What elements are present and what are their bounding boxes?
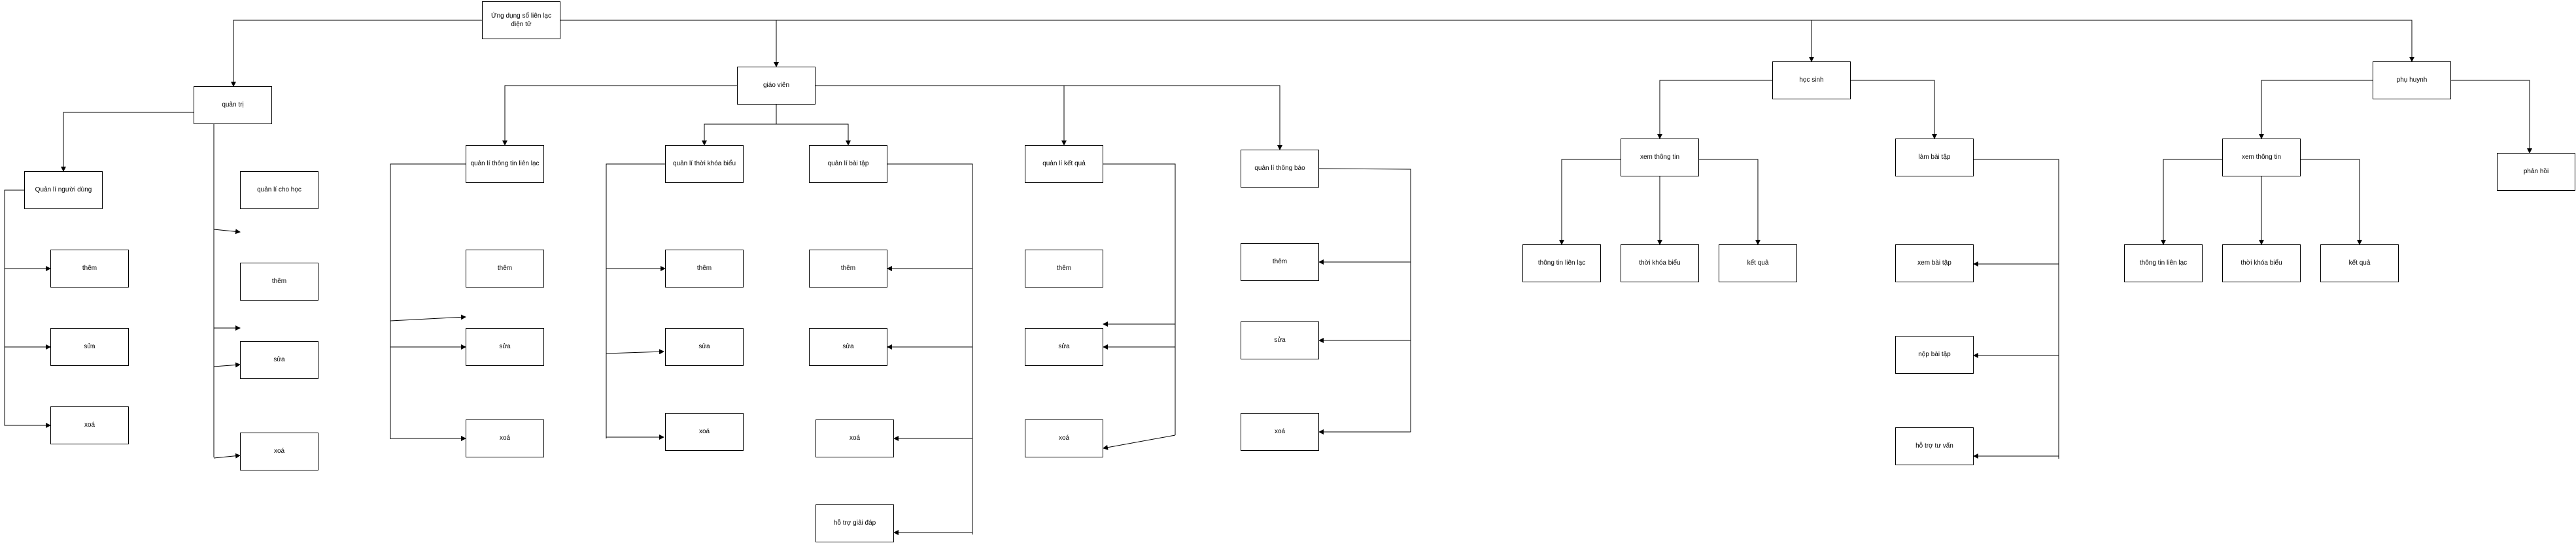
admin-users-add-node: thêm — [50, 250, 129, 288]
users-to-edit — [4, 269, 51, 350]
admin-tutoring-edit-node: sửa — [240, 341, 318, 379]
teacher-results-delete-node: xoá — [1025, 420, 1103, 457]
teacher-qa-support-node: hỗ trợ giải đáp — [816, 504, 894, 542]
teacher-results-add-node: thêm — [1025, 250, 1103, 288]
student-to-view-info — [1657, 80, 1772, 139]
root-to-teacher — [560, 20, 779, 67]
student-info-to-results — [1699, 159, 1760, 245]
root-to-student — [560, 20, 1814, 62]
contact-to-add — [390, 314, 466, 321]
teacher-to-contact — [502, 85, 737, 146]
student-submit-homework-node: nộp bài tập — [1895, 336, 1974, 374]
student-results-node: kết quả — [1719, 244, 1797, 282]
teacher-contact-edit-node: sửa — [466, 328, 544, 366]
parent-to-feedback — [2451, 80, 2532, 154]
student-info-to-contact — [1559, 159, 1621, 245]
parent-view-info-node: xem thông tin — [2222, 139, 2301, 176]
teacher-homework-node: quản lí bài tập — [809, 145, 887, 183]
student-homework-node: làm bài tập — [1895, 139, 1974, 176]
admin-to-users — [61, 112, 194, 172]
users-to-delete — [4, 347, 51, 428]
teacher-timetable-edit-node: sửa — [665, 328, 744, 366]
parent-info-to-results — [2301, 159, 2362, 245]
parent-results-node: kết quả — [2320, 244, 2399, 282]
teacher-contact-node: quản lí thông tin liên lạc — [466, 145, 544, 183]
contact-spine — [390, 163, 466, 439]
notices-spine — [1318, 168, 1411, 432]
admin-to-tutoring — [213, 229, 241, 235]
timetable-to-edit — [606, 349, 664, 355]
admin-tutoring-node: quản lí cho học — [240, 171, 318, 209]
admin-users-delete-node: xoá — [50, 406, 129, 444]
teacher-contact-add-node: thêm — [466, 250, 544, 288]
homework-spine — [887, 163, 973, 535]
teacher-homework-add-node: thêm — [809, 250, 887, 288]
parent-node: phụ huynh — [2373, 61, 2451, 99]
admin-tutoring-add-node: thêm — [240, 263, 318, 301]
parent-feedback-node: phản hồi — [2497, 153, 2575, 191]
admin-users-edit-node: sửa — [50, 328, 129, 366]
parent-info-to-contact — [2161, 159, 2222, 245]
teacher-to-notices — [816, 85, 1282, 150]
student-homework-spine — [1974, 159, 2059, 459]
teacher-results-node: quản lí kết quả — [1025, 145, 1103, 183]
admin-users-node: Quản lí người dùng — [24, 171, 103, 209]
teacher-notices-node: quản lí thông báo — [1241, 150, 1319, 188]
teacher-timetable-delete-node: xoá — [665, 413, 744, 451]
results-to-delete — [1103, 435, 1176, 450]
student-timetable-node: thời khóa biểu — [1621, 244, 1699, 282]
timetable-spine — [606, 163, 665, 438]
users-to-add — [4, 189, 51, 271]
results-spine — [1103, 163, 1176, 435]
student-node: học sinh — [1772, 61, 1851, 99]
teacher-notices-add-node: thêm — [1241, 243, 1319, 281]
teacher-timetable-add-node: thêm — [665, 250, 744, 288]
parent-contact-info-node: thông tin liên lạc — [2124, 244, 2203, 282]
student-view-info-node: xem thông tin — [1621, 139, 1699, 176]
teacher-contact-delete-node: xoá — [466, 420, 544, 457]
student-counseling-node: hỗ trợ tư vấn — [1895, 427, 1974, 465]
teacher-timetable-node: quản lí thời khóa biểu — [665, 145, 744, 183]
root-to-parent — [560, 20, 2414, 62]
student-view-homework-node: xem bài tập — [1895, 244, 1974, 282]
admin-tutoring-delete-node: xoá — [240, 433, 318, 470]
teacher-homework-delete-node: xoá — [816, 420, 894, 457]
admin-to-tutoring-delete — [213, 453, 241, 459]
teacher-to-homework — [776, 123, 851, 146]
teacher-to-results — [816, 85, 1067, 146]
teacher-node: giáo viên — [737, 67, 816, 105]
teacher-notices-delete-node: xoá — [1241, 413, 1319, 451]
teacher-homework-edit-node: sửa — [809, 328, 887, 366]
admin-to-tutoring-edit — [213, 362, 241, 368]
root-to-admin — [231, 20, 482, 87]
teacher-results-edit-node: sửa — [1025, 328, 1103, 366]
student-contact-info-node: thông tin liên lạc — [1522, 244, 1601, 282]
parent-timetable-node: thời khóa biểu — [2222, 244, 2301, 282]
root-node: Ứng dụng sổ liên lạc điện tử — [482, 1, 560, 39]
admin-node: quản trị — [194, 86, 272, 124]
parent-to-view-info — [2259, 80, 2373, 139]
student-to-homework — [1851, 80, 1937, 139]
teacher-notices-edit-node: sửa — [1241, 321, 1319, 359]
teacher-to-timetable — [702, 123, 776, 146]
